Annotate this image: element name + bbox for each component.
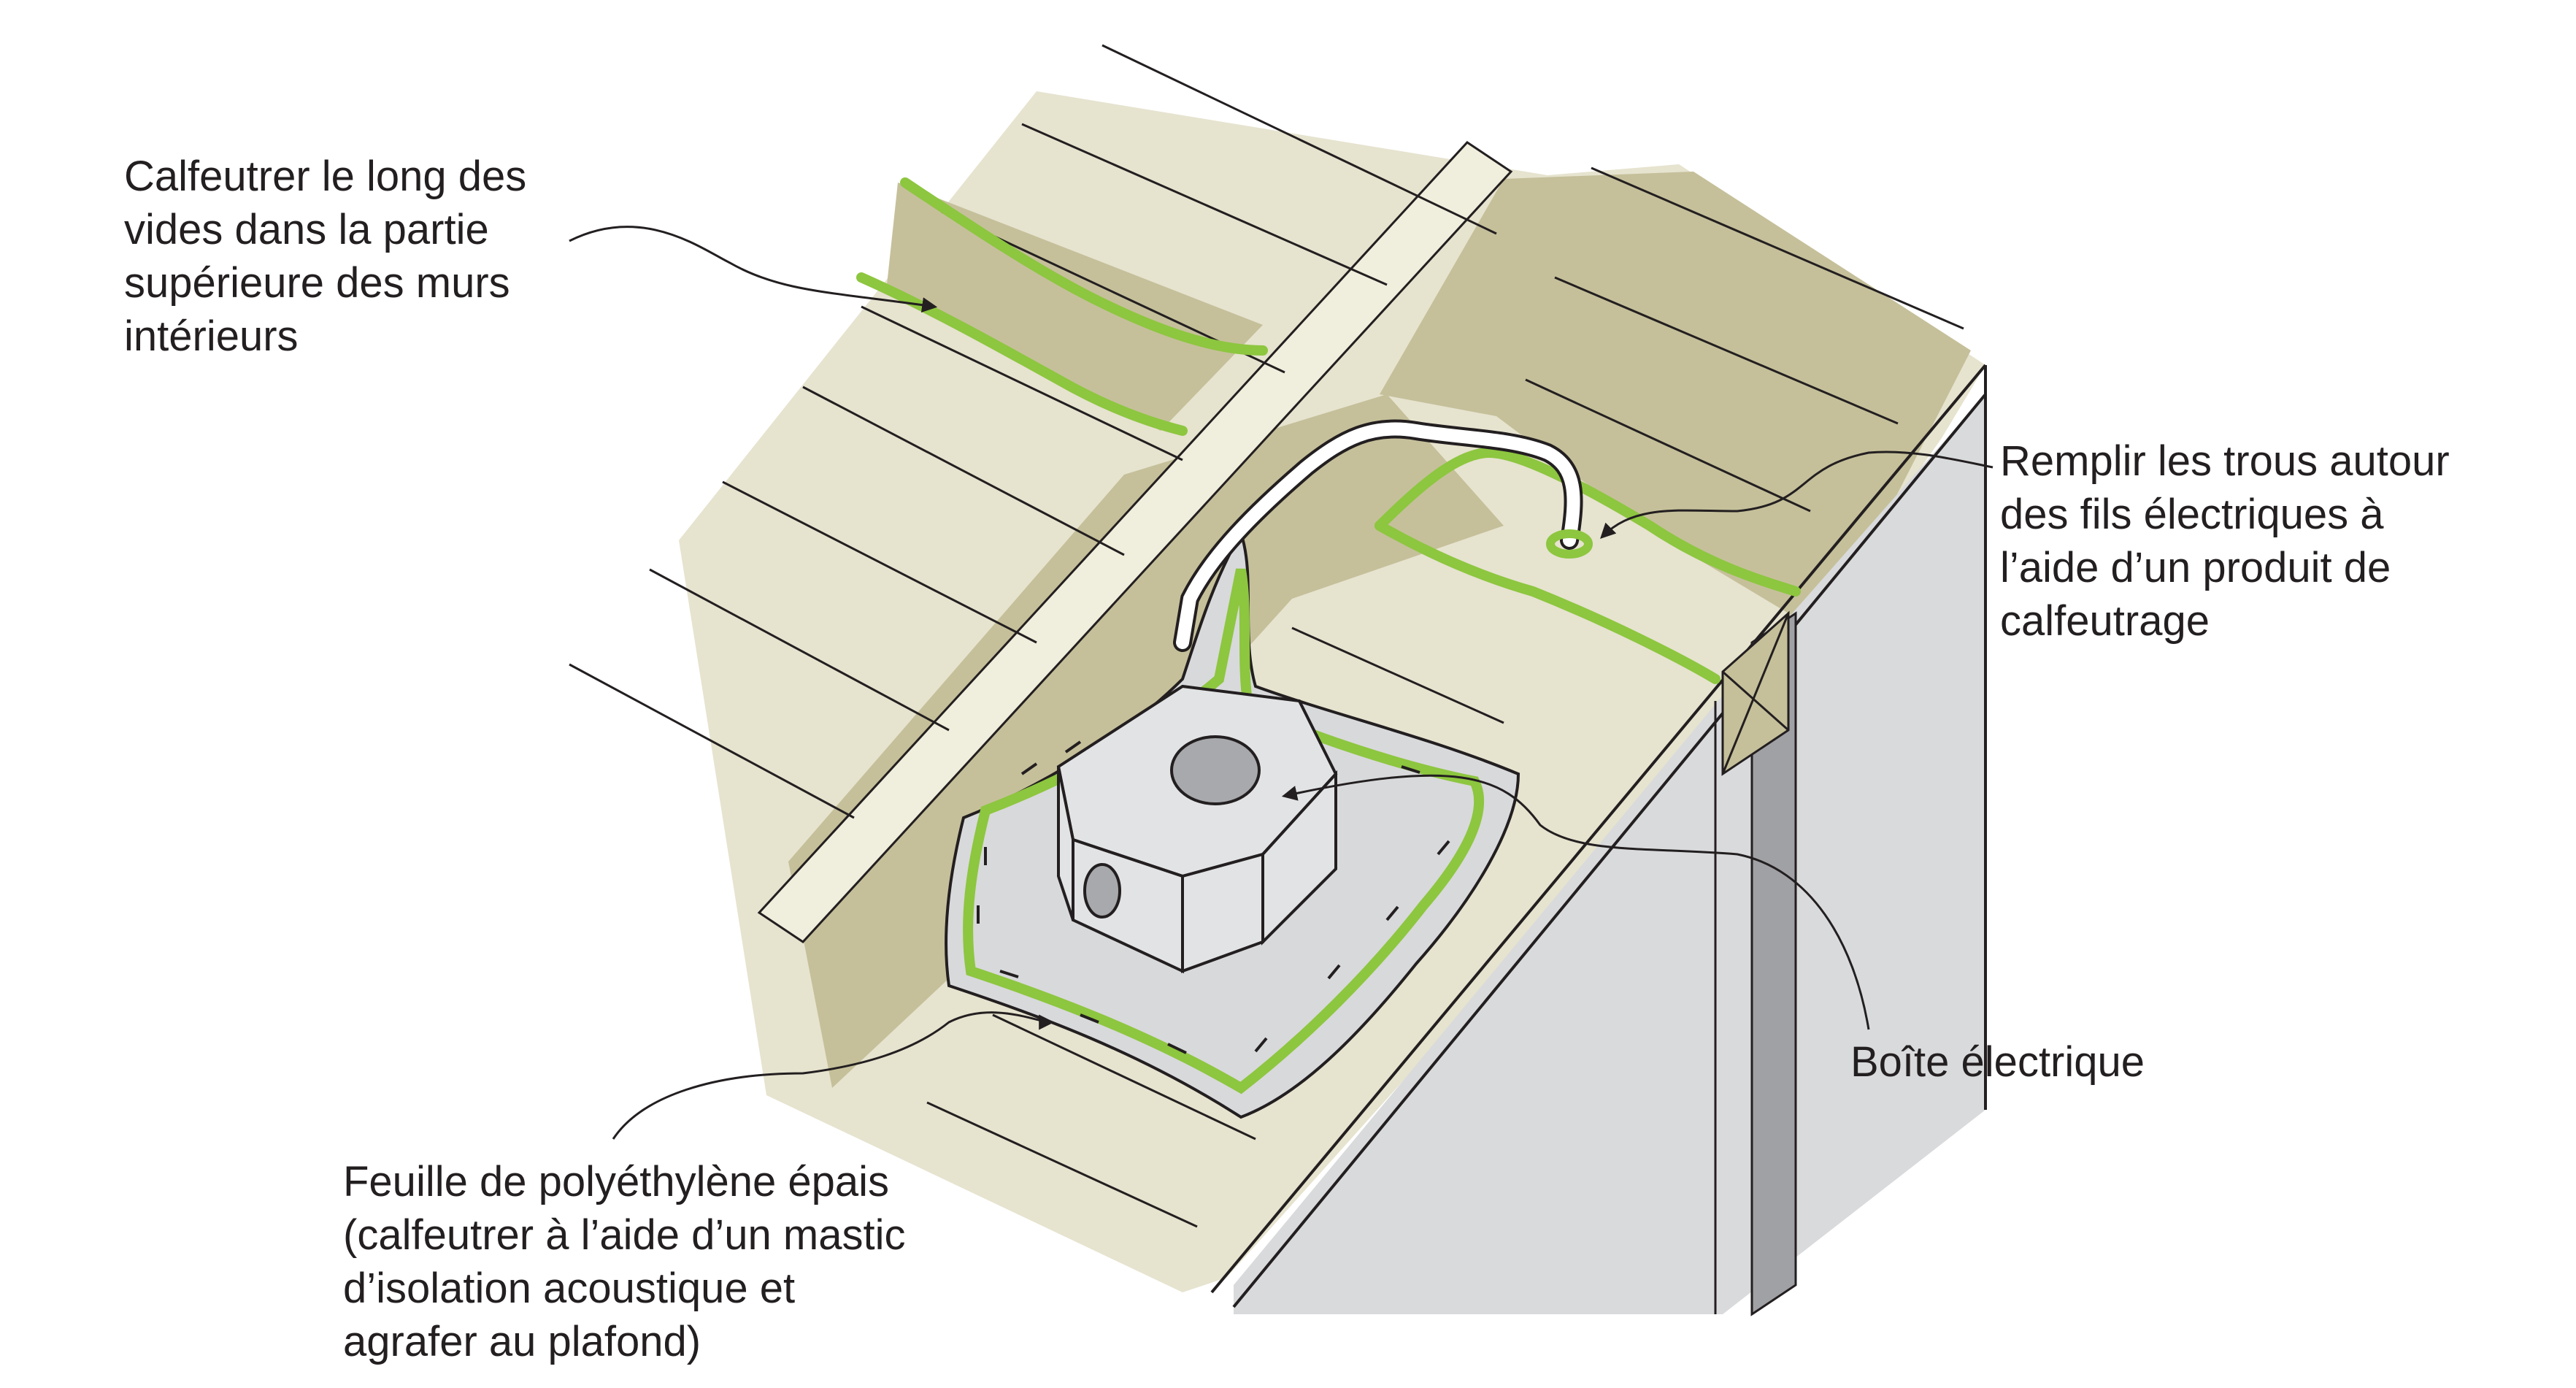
wall-top-edge — [1210, 364, 1987, 1308]
staple-marks — [977, 708, 1450, 1054]
ceiling-board-lines — [569, 44, 1964, 1228]
leader-right — [1600, 450, 1993, 539]
leader-top-left — [569, 226, 938, 313]
leader-lines — [569, 226, 1993, 1140]
wall-blocking — [1721, 610, 1790, 776]
leader-bottom-left — [612, 1011, 1055, 1140]
ceiling-joist-beam — [757, 141, 1513, 943]
cable-sheath — [1176, 422, 1580, 649]
top-plate-upper — [887, 183, 1263, 431]
callout-wire-holes: Remplir les trous autour des fils électr… — [2000, 437, 2450, 645]
callout-polyethylene-sheet: Feuille de polyéthylène épais (calfeutre… — [343, 1158, 906, 1365]
callout-electrical-box: Boîte électrique — [1850, 1038, 2145, 1086]
cable-hole-seal — [1546, 529, 1593, 559]
callout-top-plate-gaps: Calfeutrer le long des vides dans la par… — [124, 153, 527, 360]
octagon-box-icon — [1056, 684, 1338, 974]
leader-box — [1281, 774, 1870, 1030]
top-plate-right — [1380, 172, 1971, 635]
